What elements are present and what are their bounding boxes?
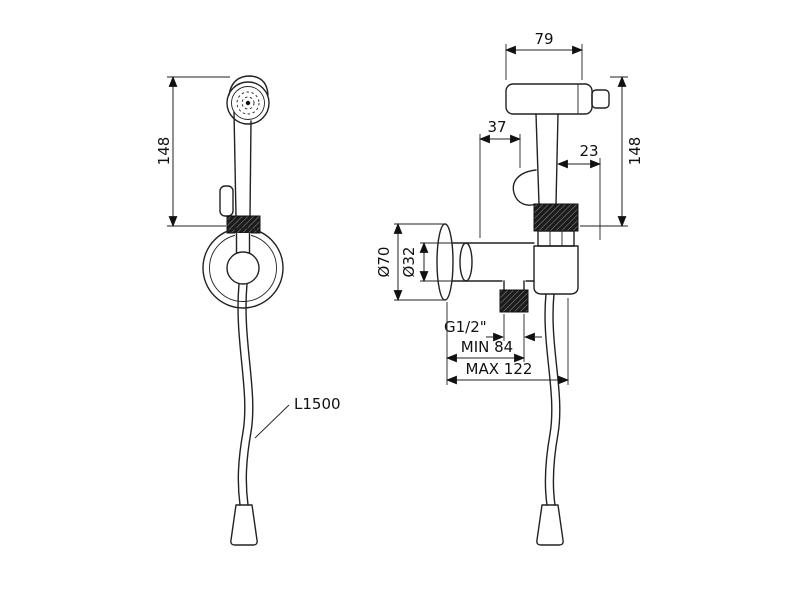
head-nozzle-tip xyxy=(591,89,610,109)
spray-face-mid-ring xyxy=(231,86,265,120)
dim-max-depth: MAX 122 xyxy=(466,360,533,378)
hose-left-edge xyxy=(544,293,553,506)
trigger-button xyxy=(219,185,234,217)
valve-block xyxy=(533,245,579,295)
dim-side-height: 148 xyxy=(626,137,644,166)
wall-flange-side xyxy=(436,223,454,301)
handle-left-edge xyxy=(233,111,237,217)
dim-inlet-diameter: Ø32 xyxy=(400,247,418,278)
hose-front xyxy=(230,283,258,546)
hose-right-edge xyxy=(552,293,561,506)
dim-side-height-group: 148 xyxy=(580,75,644,228)
dim-inlet-diameter-group: Ø32 xyxy=(400,241,460,283)
wall-flange-front xyxy=(202,227,284,309)
front-view: 148 L1500 xyxy=(155,75,341,546)
dim-hose-length: L1500 xyxy=(294,395,341,413)
angle-valve-body xyxy=(436,223,579,313)
hose-end-fitting xyxy=(536,504,564,546)
dim-flange-diameter: Ø70 xyxy=(375,247,393,278)
dim-head-length: 79 xyxy=(534,30,553,48)
dim-head-offset: 37 xyxy=(487,118,506,136)
handle-right-edge xyxy=(249,120,252,217)
holder-hook xyxy=(512,169,537,206)
dim-hose-length-group: L1500 xyxy=(254,395,341,439)
dim-front-height: 148 xyxy=(155,137,173,166)
flange-outer-circle xyxy=(202,227,284,309)
hose-left-edge xyxy=(237,283,246,506)
head-housing-outline xyxy=(228,75,269,96)
handle-left-edge xyxy=(535,113,540,205)
spray-face-outer-ring xyxy=(226,81,270,125)
outlet-knurl xyxy=(499,289,529,313)
hose-nut-front xyxy=(226,251,260,285)
dim-min-depth-group: MIN 84 xyxy=(445,302,526,385)
dim-thread-size: G1/2" xyxy=(444,318,487,336)
handle-right-edge xyxy=(555,113,559,205)
dim-handle-offset: 23 xyxy=(579,142,598,160)
sprayer-head-side xyxy=(505,83,610,115)
coupling-nut-side xyxy=(537,230,575,247)
spray-face-nozzle-ring xyxy=(236,91,260,115)
dim-min-depth: MIN 84 xyxy=(461,338,513,356)
dim-head-length-group: 79 xyxy=(504,30,584,80)
spray-face-center xyxy=(245,100,251,106)
leader-line xyxy=(254,404,290,439)
dim-front-height-group: 148 xyxy=(155,75,230,228)
hose-end-fitting xyxy=(230,504,258,546)
handle-side xyxy=(512,113,559,206)
hose-right-edge xyxy=(245,283,254,506)
sprayer-head-front xyxy=(226,75,270,125)
side-view: 79 37 23 148 xyxy=(375,30,644,546)
handle-front xyxy=(219,111,252,217)
inlet-pipe-side xyxy=(459,242,473,282)
head-body xyxy=(505,83,593,115)
dim-flange-diameter-group: Ø70 xyxy=(375,222,444,302)
nut-body xyxy=(537,230,575,247)
coupling-knurl-side xyxy=(533,203,579,232)
hose-side xyxy=(536,293,564,546)
dim-thread-size-group: G1/2" xyxy=(444,314,542,342)
dim-max-depth-group: MAX 122 xyxy=(445,298,570,385)
spray-face-inner-ring xyxy=(241,96,255,110)
dim-head-offset-group: 37 xyxy=(478,118,522,238)
